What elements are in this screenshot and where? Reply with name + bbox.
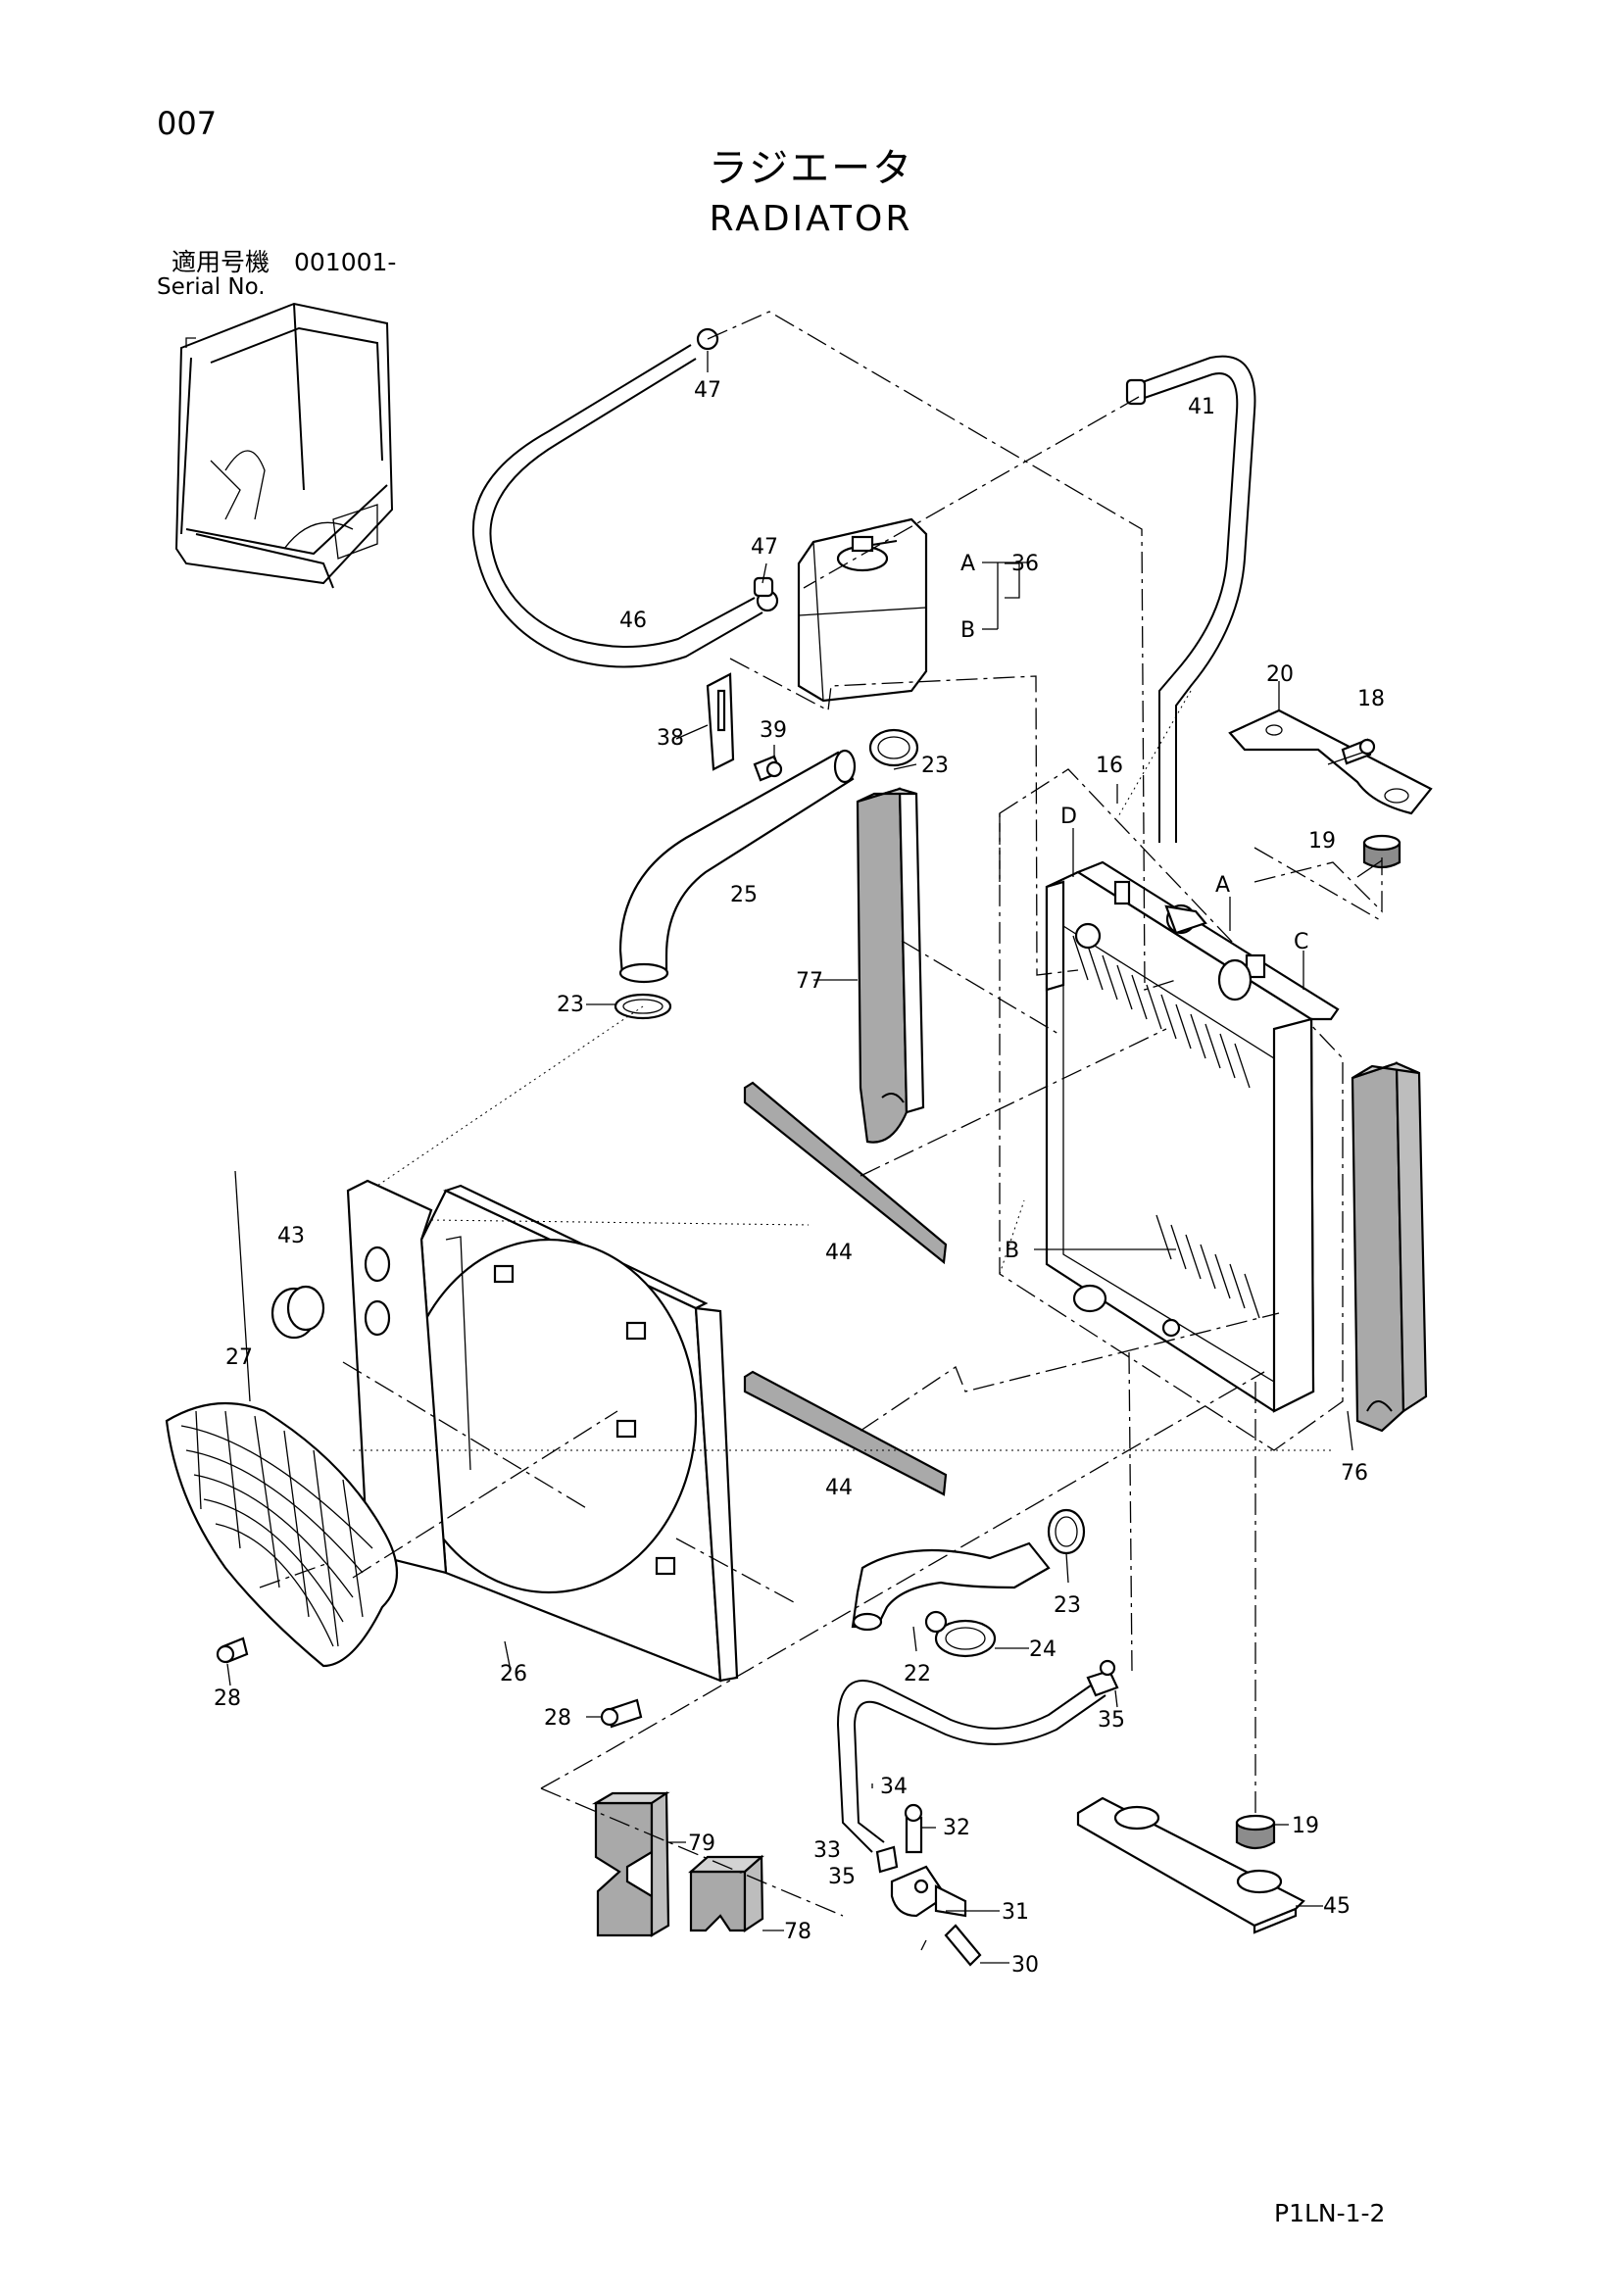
radiator-16 <box>999 768 1344 1451</box>
fan-shroud-26 <box>400 1184 739 1683</box>
callout-79: 79 <box>688 1832 715 1856</box>
callout-23: 23 <box>921 754 949 778</box>
block-79 <box>591 1790 670 1937</box>
reserve-tank-36 <box>753 517 928 703</box>
callout-47: 47 <box>751 535 778 560</box>
callout-45: 45 <box>1323 1894 1351 1919</box>
drain-hose-34 <box>836 1659 1119 1853</box>
callout-35: 35 <box>1098 1708 1125 1733</box>
leader-lines <box>226 351 1383 1964</box>
seal-77 <box>856 787 925 1144</box>
bolt-39 <box>753 755 783 782</box>
callout-35: 35 <box>828 1865 856 1889</box>
callout-39: 39 <box>760 718 787 743</box>
upper-hose-25 <box>618 749 857 984</box>
callout-25: 25 <box>730 883 758 907</box>
callout-36: 36 <box>1011 552 1039 576</box>
drain-cock-assembly <box>875 1803 982 1967</box>
lower-hose-22 <box>851 1541 1051 1632</box>
callout-32: 32 <box>943 1816 970 1840</box>
callout-d: D <box>1060 805 1077 829</box>
bracket-20 <box>1228 708 1433 815</box>
callout-26: 26 <box>500 1662 527 1686</box>
title-japanese: ラジエータ <box>708 146 914 191</box>
callout-44: 44 <box>825 1241 853 1265</box>
bracket-38 <box>706 672 735 771</box>
callout-28: 28 <box>214 1686 241 1711</box>
overflow-hose-46 <box>471 327 779 668</box>
bolts-28 <box>216 1637 643 1729</box>
callout-33: 33 <box>813 1838 841 1863</box>
callout-22: 22 <box>904 1662 931 1686</box>
hose-41 <box>1125 355 1256 843</box>
title-english: RADIATOR <box>709 199 913 239</box>
block-78 <box>688 1854 764 1933</box>
callout-b: B <box>1005 1239 1019 1263</box>
clamps-23 <box>614 728 1086 1555</box>
callout-16: 16 <box>1096 754 1123 778</box>
clamp-24 <box>924 1610 997 1658</box>
callout-b: B <box>960 618 975 643</box>
callout-47: 47 <box>694 378 721 403</box>
callout-labels: 47 41 47 A 36 B 46 20 18 38 39 23 16 25 … <box>214 378 1385 1978</box>
callout-31: 31 <box>1002 1900 1029 1925</box>
plate-45 <box>1076 1796 1305 1934</box>
callout-c: C <box>1294 930 1308 954</box>
callout-41: 41 <box>1188 395 1215 419</box>
callout-78: 78 <box>784 1920 811 1944</box>
machine-thumbnail <box>174 302 394 589</box>
callout-19: 19 <box>1292 1814 1319 1838</box>
page-number: 007 <box>157 105 218 142</box>
callout-34: 34 <box>880 1775 908 1799</box>
callout-23: 23 <box>1054 1593 1081 1618</box>
callout-a: A <box>1215 873 1230 898</box>
cap-43 <box>270 1285 325 1340</box>
cushion-19-upper <box>1362 834 1401 869</box>
callout-23: 23 <box>557 993 584 1017</box>
callout-20: 20 <box>1266 662 1294 687</box>
fan-guard-27 <box>165 1401 399 1668</box>
serial-label-english: Serial No. <box>157 274 266 300</box>
callout-28: 28 <box>544 1706 571 1731</box>
callout-24: 24 <box>1029 1637 1057 1662</box>
cushion-19-lower <box>1235 1814 1276 1850</box>
callout-77: 77 <box>796 969 823 994</box>
callout-30: 30 <box>1011 1953 1039 1978</box>
seal-76 <box>1351 1061 1428 1433</box>
callout-44: 44 <box>825 1476 853 1500</box>
callout-18: 18 <box>1357 687 1385 711</box>
serial-label-japanese: 適用号機 001001- <box>172 248 397 276</box>
document-code: P1LN-1-2 <box>1274 2199 1386 2227</box>
assembly-reference-lines <box>259 311 1383 1917</box>
callout-a: A <box>960 552 975 576</box>
seals-44 <box>743 1081 948 1496</box>
callout-43: 43 <box>277 1224 305 1248</box>
callout-46: 46 <box>619 609 647 633</box>
callout-27: 27 <box>225 1345 253 1370</box>
callout-76: 76 <box>1341 1461 1368 1486</box>
callout-38: 38 <box>657 726 684 751</box>
callout-19: 19 <box>1308 829 1336 854</box>
